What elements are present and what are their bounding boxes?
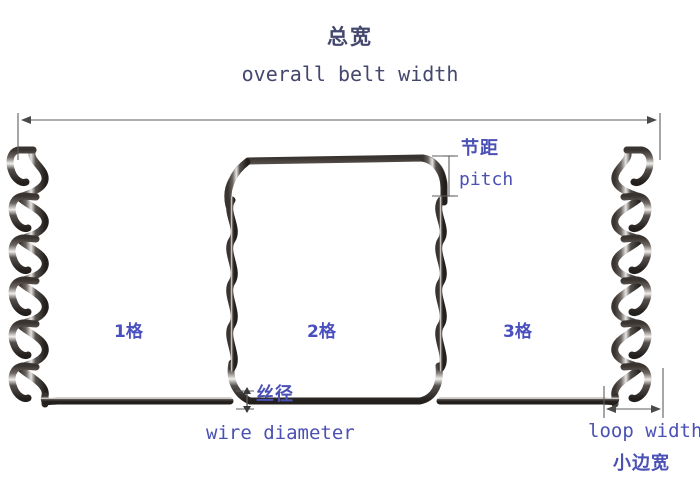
dim-arrowhead <box>243 406 251 413</box>
mesh-bottom-loop <box>227 359 443 405</box>
page-title-cn: 总宽 <box>327 25 373 49</box>
left-hook <box>6 146 37 186</box>
mesh-body <box>6 146 660 408</box>
wire-diameter-label-en: wire diameter <box>206 422 355 444</box>
dimension-lines <box>17 113 664 418</box>
loop-width-label-cn: 小边宽 <box>613 453 670 474</box>
left-hook <box>8 234 40 274</box>
cell-label-3: 3格 <box>503 322 532 342</box>
cell-label-1: 1格 <box>114 322 143 342</box>
right-hook <box>620 234 652 274</box>
mesh-column-links <box>226 196 447 372</box>
mesh-column-link <box>226 196 238 372</box>
right-edge-hooks <box>436 146 654 408</box>
wire-diameter-label-cn: 丝径 <box>256 384 294 405</box>
right-hook <box>620 362 652 402</box>
left-hook <box>8 276 40 316</box>
right-hook <box>620 192 652 232</box>
dim-wire-diameter <box>236 387 254 413</box>
page-title-en: overall belt width <box>241 62 459 86</box>
dim-loop-width <box>603 368 664 418</box>
left-hook <box>8 192 40 232</box>
mesh-top-loop-right-leg <box>419 154 448 206</box>
mesh-bottom-loop-wire <box>227 359 443 405</box>
dim-pitch <box>432 155 458 197</box>
right-hook <box>623 146 654 186</box>
left-bottom-loop <box>40 392 234 406</box>
right-bottom-loop <box>436 392 620 406</box>
mesh-column-link <box>435 196 447 372</box>
mesh-horizontal-wires <box>20 194 660 372</box>
loop-width-label-en: loop width <box>588 420 700 442</box>
dim-arrowhead <box>243 387 251 394</box>
right-hook <box>620 276 652 316</box>
pitch-label-cn: 节距 <box>461 138 499 159</box>
right-hook <box>620 319 652 359</box>
pitch-label-en: pitch <box>459 169 514 190</box>
dim-overall-belt-width <box>17 113 661 160</box>
cell-label-2: 2格 <box>307 322 336 342</box>
left-hook <box>8 362 40 402</box>
left-edge-hooks <box>6 146 234 408</box>
left-hook <box>8 319 40 359</box>
